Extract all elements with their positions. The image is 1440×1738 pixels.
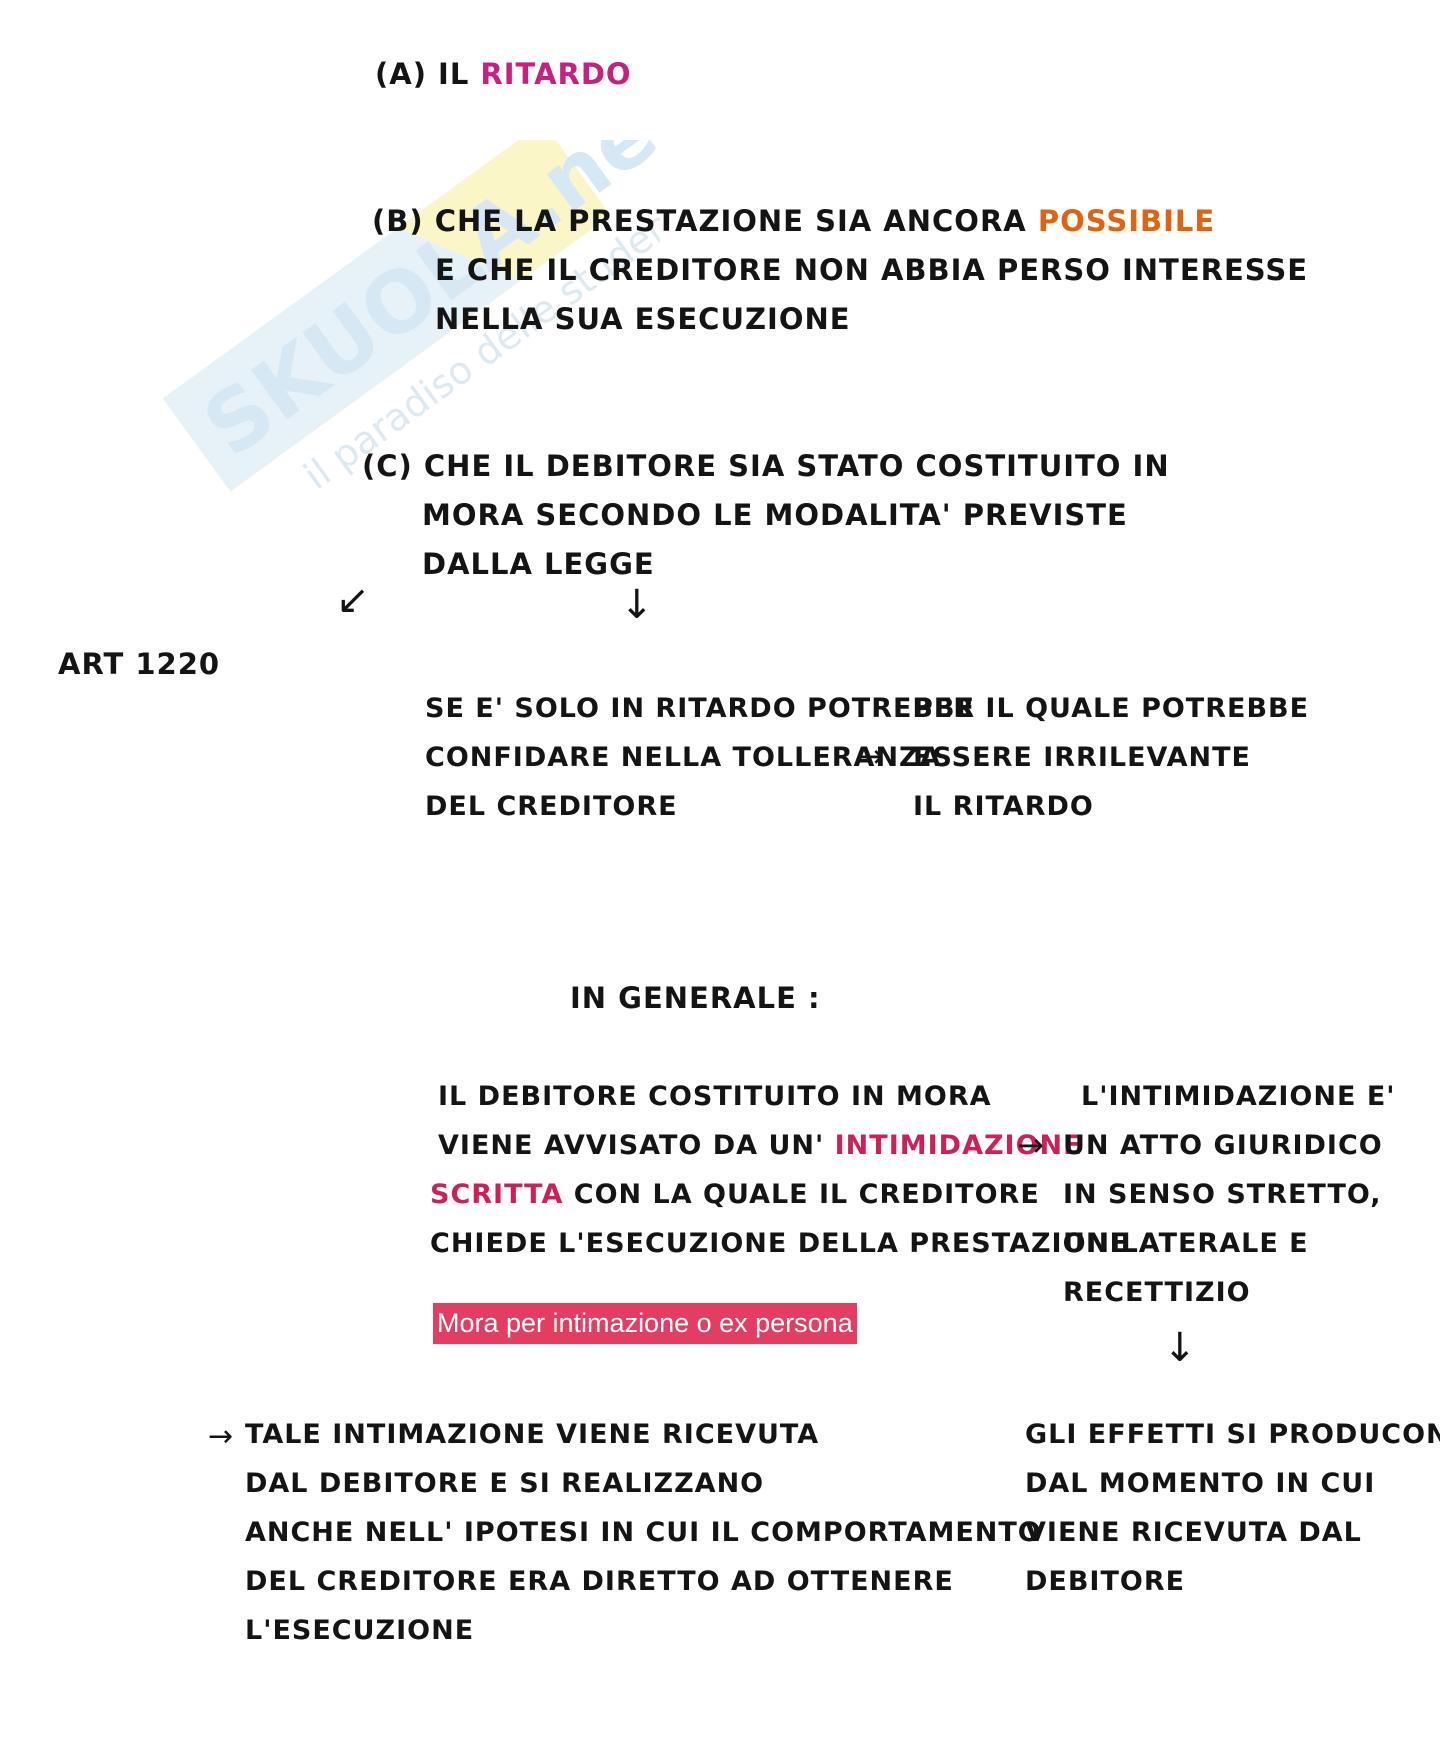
arrow-down-left-icon: ↙ xyxy=(336,577,370,623)
intimidation-def-line-5: RECETTIZIO xyxy=(1063,1277,1251,1308)
irrelevance-note-line-1: PER IL QUALE POTREBBE xyxy=(913,693,1310,724)
arrow-right-icon-3: → xyxy=(208,1419,234,1454)
section-c-line-3: DALLA LEGGE xyxy=(422,547,655,581)
delay-note: SE E' SOLO IN RITARDO POTREBBE CONFIDARE… xyxy=(425,684,975,831)
effects-note-line-1: GLI EFFETTI SI PRODUCONO xyxy=(1025,1419,1440,1450)
received-note-line-2: DAL DEBITORE E SI REALIZZANO xyxy=(245,1468,765,1499)
intimidation-keyword: INTIMIDAZIONE xyxy=(834,1130,1083,1161)
section-a-prefix: (A) IL xyxy=(375,57,481,91)
section-b-line-1-prefix: (B) CHE LA PRESTAZIONE SIA ANCORA xyxy=(372,204,1038,238)
effects-note-line-3: VIENE RICEVUTA DAL xyxy=(1025,1517,1362,1548)
general-text-line-1: IL DEBITORE COSTITUITO IN MORA xyxy=(438,1081,992,1112)
arrow-right-icon: → xyxy=(857,737,884,775)
mora-highlight-label: Mora per intimazione o ex persona xyxy=(433,1303,857,1344)
section-b-keyword: POSSIBILE xyxy=(1037,204,1216,238)
effects-note-line-4: DEBITORE xyxy=(1025,1566,1186,1597)
intimidation-def-line-2: UN ATTO GIURIDICO xyxy=(1063,1130,1383,1161)
received-note-line-3: ANCHE NELL' IPOTESI IN CUI IL COMPORTAME… xyxy=(245,1517,1042,1548)
received-note-line-1: TALE INTIMAZIONE VIENE RICEVUTA xyxy=(245,1419,820,1450)
irrelevance-note: PER IL QUALE POTREBBE ESSERE IRRILEVANTE… xyxy=(913,684,1309,831)
art-label: ART 1220 xyxy=(58,647,221,681)
received-note-line-4: DEL CREDITORE ERA DIRETTO AD OTTENERE xyxy=(245,1566,954,1597)
general-text-line-2: VIENE AVVISATO DA UN' INTIMIDAZIONE xyxy=(430,1121,1130,1170)
section-c-block: (C) CHE IL DEBITORE SIA STATO COSTITUITO… xyxy=(362,442,1170,589)
written-keyword: SCRITTA xyxy=(430,1179,564,1210)
section-a-keyword: RITARDO xyxy=(480,57,632,91)
delay-note-line-3: DEL CREDITORE xyxy=(425,791,678,822)
general-text: IL DEBITORE COSTITUITO IN MORA VIENE AVV… xyxy=(430,1072,1130,1268)
general-text-line-2-prefix: VIENE AVVISATO DA UN' xyxy=(438,1130,835,1161)
section-b-line-1: (B) CHE LA PRESTAZIONE SIA ANCORA POSSIB… xyxy=(372,197,1308,246)
general-text-line-3-suffix: CON LA QUALE IL CREDITORE xyxy=(563,1179,1040,1210)
section-b-line-3: NELLA SUA ESECUZIONE xyxy=(435,302,851,336)
section-c-line-1: (C) CHE IL DEBITORE SIA STATO COSTITUITO… xyxy=(362,449,1170,483)
general-text-line-4: CHIEDE L'ESECUZIONE DELLA PRESTAZIONE xyxy=(430,1228,1130,1259)
arrow-down-icon-2: ↓ xyxy=(1163,1325,1197,1371)
general-text-line-3: SCRITTA CON LA QUALE IL CREDITORE xyxy=(430,1170,1130,1219)
arrow-down-icon: ↓ xyxy=(620,582,654,628)
received-note-line-5: L'ESECUZIONE xyxy=(245,1615,475,1646)
arrow-right-icon-2: → xyxy=(1017,1126,1044,1164)
effects-note-line-2: DAL MOMENTO IN CUI xyxy=(1025,1468,1376,1499)
intimidation-def-line-4: UNILATERALE E xyxy=(1063,1228,1309,1259)
section-b-line-2: E CHE IL CREDITORE NON ABBIA PERSO INTER… xyxy=(435,253,1309,287)
effects-note: GLI EFFETTI SI PRODUCONO DAL MOMENTO IN … xyxy=(1025,1410,1440,1606)
irrelevance-note-line-3: IL RITARDO xyxy=(913,791,1094,822)
irrelevance-note-line-2: ESSERE IRRILEVANTE xyxy=(913,742,1251,773)
section-b-block: (B) CHE LA PRESTAZIONE SIA ANCORA POSSIB… xyxy=(372,197,1308,344)
intimidation-def-line-1: L'INTIMIDAZIONE E' xyxy=(1081,1081,1396,1112)
section-a-title: (A) IL RITARDO xyxy=(375,50,632,99)
intimidation-definition: L'INTIMIDAZIONE E' UN ATTO GIURIDICO IN … xyxy=(1063,1072,1396,1317)
delay-note-line-1: SE E' SOLO IN RITARDO POTREBBE xyxy=(425,693,976,724)
intimidation-def-line-3: IN SENSO STRETTO, xyxy=(1063,1179,1382,1210)
section-c-line-2: MORA SECONDO LE MODALITA' PREVISTE xyxy=(422,498,1128,532)
general-heading: IN GENERALE : xyxy=(570,981,821,1015)
received-note: TALE INTIMAZIONE VIENE RICEVUTA DAL DEBI… xyxy=(245,1410,1042,1655)
delay-note-line-2: CONFIDARE NELLA TOLLERANZA xyxy=(425,742,942,773)
